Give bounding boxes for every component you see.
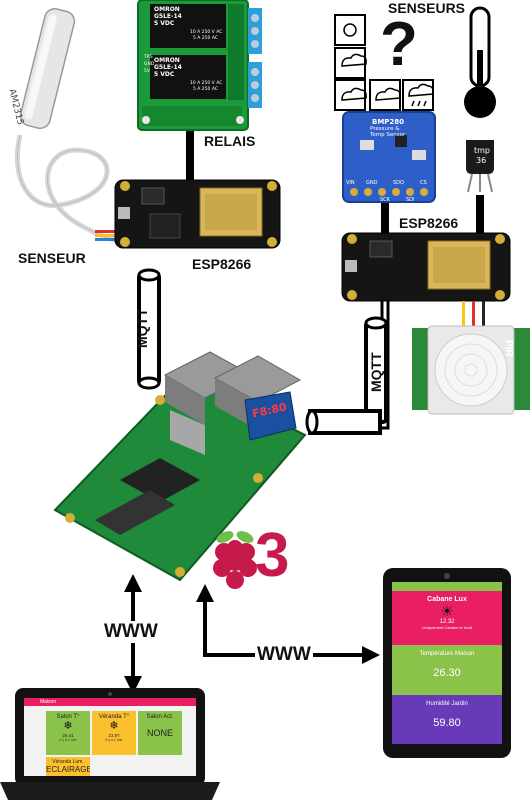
label-mqtt-left: MQTT bbox=[134, 308, 150, 348]
tablet-panel-3-title: Humidité Jardin bbox=[392, 695, 502, 707]
sun-icon: ☀ bbox=[392, 603, 502, 619]
label-esp-left: ESP8266 bbox=[192, 256, 251, 272]
laptop-card-4-value: ECLAIRAGE bbox=[46, 765, 90, 774]
tablet-panel-2-title: Température Maison bbox=[392, 645, 502, 657]
rpi-version-label: 3 bbox=[255, 524, 289, 588]
laptop-screen: Maison Salon T° ❄ 26.41 Il y a 1 min Vér… bbox=[24, 698, 196, 776]
label-senseur: SENSEUR bbox=[18, 250, 86, 266]
raspberry-logo-icon bbox=[213, 529, 257, 589]
tablet-status-bar bbox=[392, 582, 502, 591]
relay2-voltage: 5 VDC bbox=[154, 71, 174, 78]
tablet-screen: Cabane Lux ☀ 12.32 Uniquement Cabane le … bbox=[392, 582, 502, 744]
relay1-brand: OMRON bbox=[154, 6, 180, 13]
label-pir: PIR bbox=[503, 340, 514, 357]
laptop-card-2[interactable]: Véranda T° ❄ 23.97 Il y a 1 min bbox=[92, 711, 136, 755]
laptop-app-title: Maison bbox=[40, 698, 56, 706]
bmp-pin-gnd: GND bbox=[366, 180, 377, 186]
tmp-number: 36 bbox=[476, 156, 486, 165]
label-www-left: WWW bbox=[102, 621, 160, 643]
bmp-desc2: Temp Sensor bbox=[370, 132, 405, 138]
relay1-spec2: 5 A 250 AC bbox=[193, 36, 218, 42]
relay2-brand: OMRON bbox=[154, 57, 180, 64]
tmp-name: tmp bbox=[474, 146, 490, 155]
bmp-name: BMP280 bbox=[372, 118, 404, 126]
laptop-card-2-sub: Il y a 1 min bbox=[92, 738, 136, 742]
laptop-card-3-title: Salon Act. bbox=[138, 711, 182, 720]
esp8266-left-board bbox=[115, 180, 280, 248]
bmp-pin-vin: VIN bbox=[346, 180, 355, 186]
label-www-right: WWW bbox=[255, 644, 313, 666]
laptop-card-2-title: Véranda T° bbox=[92, 711, 136, 720]
am2315-probe bbox=[17, 7, 119, 241]
relay1-model: G5LE-14 bbox=[154, 13, 182, 20]
tablet-panel-1-sub: Uniquement Cabane le lundi bbox=[392, 625, 502, 630]
bmp-pin-cs: CS bbox=[420, 180, 427, 186]
relay2-spec2: 5 A 250 AC bbox=[193, 87, 218, 93]
tablet-panel-3[interactable]: Humidité Jardin 59.80 bbox=[392, 695, 502, 744]
laptop-card-1[interactable]: Salon T° ❄ 26.41 Il y a 1 min bbox=[46, 711, 90, 755]
tablet-panel-3-value: 59.80 bbox=[392, 707, 502, 729]
laptop-card-4-title: Véranda Lum. bbox=[46, 757, 90, 765]
laptop-card-3[interactable]: Salon Act. NONE bbox=[138, 711, 182, 755]
bmp-pin-sdi: SDI bbox=[406, 197, 415, 203]
label-esp-right: ESP8266 bbox=[399, 215, 458, 231]
relay-pin-2: GND bbox=[144, 62, 154, 68]
relay1-voltage: 5 VDC bbox=[154, 20, 174, 27]
label-relais: RELAIS bbox=[204, 133, 255, 149]
snowflake-icon-2: ❄ bbox=[92, 720, 136, 733]
bmp-pin-sck: SCK bbox=[380, 197, 390, 203]
question-mark-icon: ? bbox=[380, 10, 418, 80]
relay1-spec1: 10 A 250 V AC bbox=[190, 30, 222, 36]
relay-pin-1: TRS bbox=[144, 55, 153, 61]
thermometer-icon bbox=[464, 8, 496, 118]
relay2-model: G5LE-14 bbox=[154, 64, 182, 71]
tablet-panel-1-title: Cabane Lux bbox=[392, 591, 502, 603]
laptop-app-bar: Maison bbox=[24, 698, 196, 706]
laptop-card-1-sub: Il y a 1 min bbox=[46, 738, 90, 742]
relay2-spec1: 10 A 250 V AC bbox=[190, 81, 222, 87]
esp8266-right-board bbox=[342, 233, 510, 327]
laptop-card-3-value: NONE bbox=[138, 720, 182, 738]
bmp-pin-sdo: SDO bbox=[393, 180, 404, 186]
tablet-panel-2[interactable]: Température Maison 26.30 bbox=[392, 645, 502, 695]
snowflake-icon: ❄ bbox=[46, 720, 90, 733]
tablet-panel-1[interactable]: Cabane Lux ☀ 12.32 Uniquement Cabane le … bbox=[392, 591, 502, 645]
laptop-card-1-title: Salon T° bbox=[46, 711, 90, 720]
laptop-card-4[interactable]: Véranda Lum. ECLAIRAGE bbox=[46, 757, 90, 776]
label-mqtt-right: MQTT bbox=[368, 352, 384, 392]
relay-pin-3: 5V bbox=[144, 69, 150, 75]
tablet-panel-2-value: 26.30 bbox=[392, 657, 502, 679]
